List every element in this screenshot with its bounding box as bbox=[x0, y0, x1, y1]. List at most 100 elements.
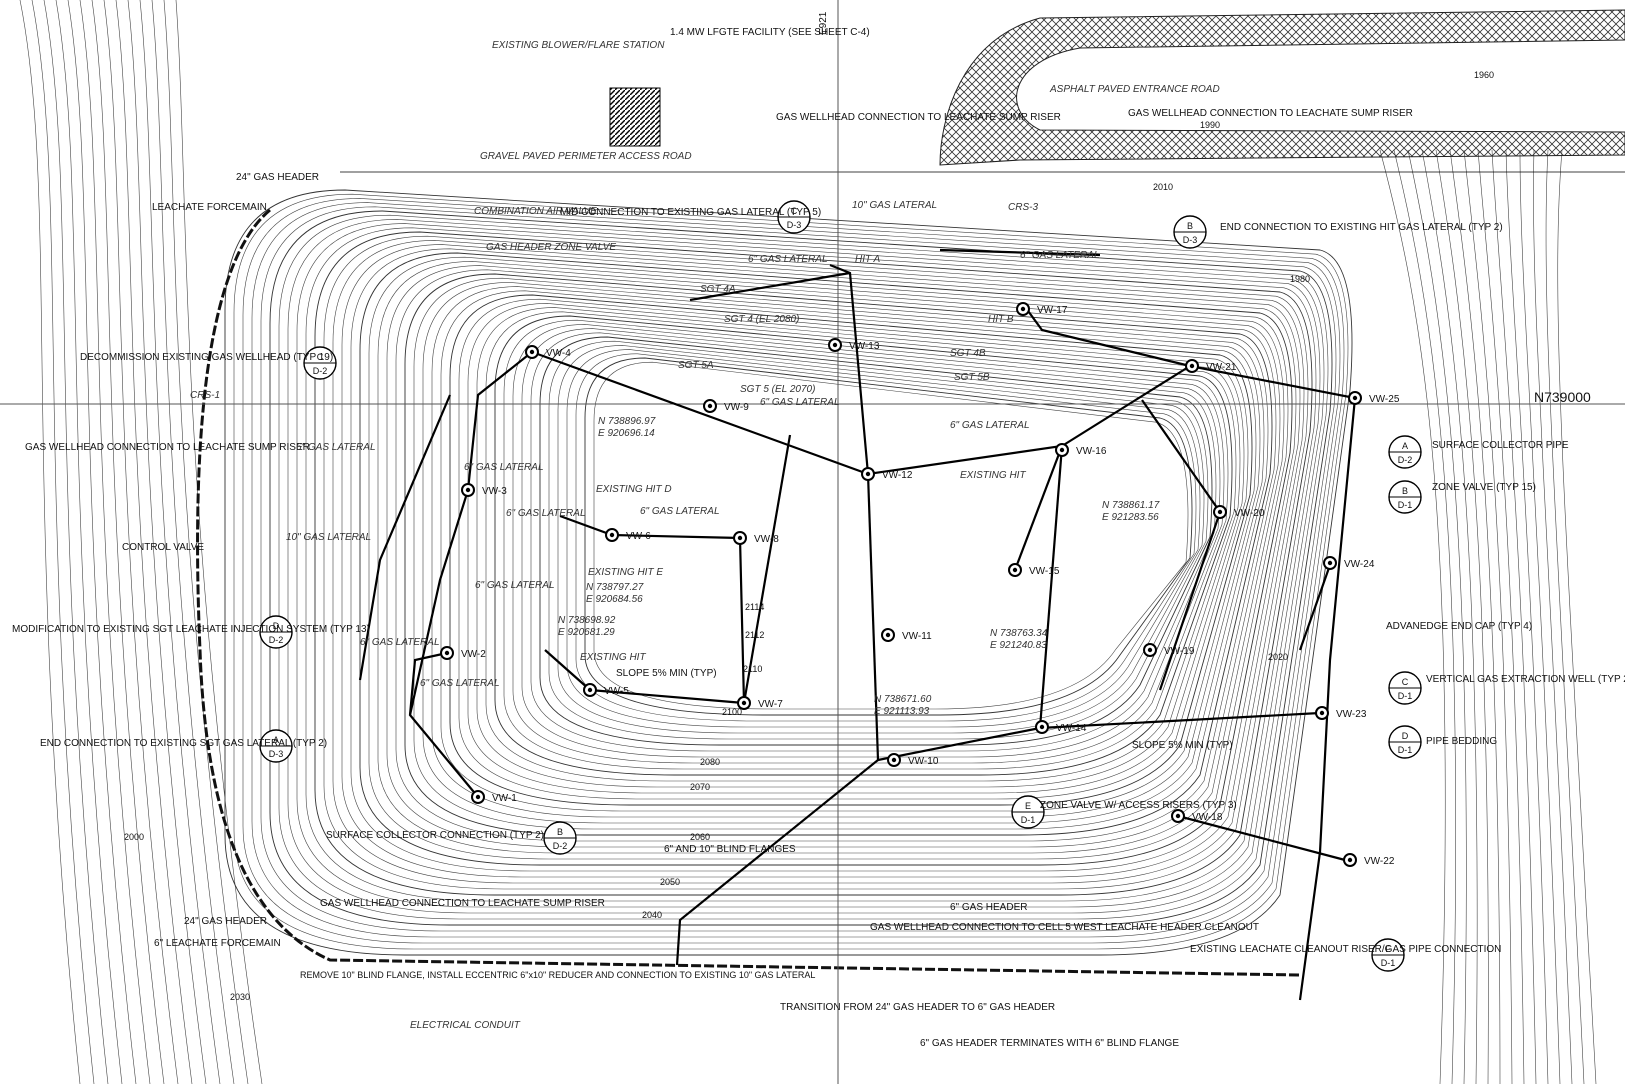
contour-line bbox=[575, 353, 1197, 722]
label-gas-lateral: 6" GAS LATERAL bbox=[1020, 250, 1100, 261]
vertical-well-vw-25: VW-25 bbox=[1348, 391, 1400, 405]
contour-line bbox=[305, 227, 1317, 902]
detail-bubble: BD-3 bbox=[1173, 215, 1207, 249]
contour-line bbox=[19, 0, 81, 1084]
detail-letter: A bbox=[273, 735, 279, 745]
well-label: VW-17 bbox=[1037, 305, 1068, 316]
well-marker-center bbox=[1175, 813, 1181, 819]
contour-line bbox=[55, 0, 123, 1084]
well-label: VW-24 bbox=[1344, 559, 1375, 570]
contour-line bbox=[1557, 149, 1597, 1084]
contour-line bbox=[494, 315, 1233, 776]
elevation-label: 2080 bbox=[700, 757, 720, 767]
contour-line bbox=[431, 286, 1261, 818]
perimeter-road-edge bbox=[196, 208, 1301, 977]
callout-gas-header-6: 6" GAS HEADER bbox=[950, 902, 1027, 913]
callout-wellhead-sump-3: GAS WELLHEAD CONNECTION TO LEACHATE SUMP… bbox=[25, 442, 310, 453]
detail-letter: D bbox=[1402, 731, 1409, 741]
contour-line bbox=[1407, 149, 1467, 1084]
well-label: VW-21 bbox=[1206, 362, 1237, 373]
label-gas-header: 24" GAS HEADER bbox=[184, 916, 267, 927]
contour-line bbox=[103, 0, 179, 1084]
callout-gas-header-24: 24" GAS HEADER bbox=[236, 172, 319, 183]
callout-wellhead-sump-2: GAS WELLHEAD CONNECTION TO LEACHATE SUMP… bbox=[1128, 108, 1413, 119]
callout-mid-connection: MID CONNECTION TO EXISTING GAS LATERAL (… bbox=[560, 207, 821, 218]
detail-bubble: CD-3 bbox=[777, 200, 811, 234]
detail-bubble: CD-1 bbox=[1388, 671, 1422, 705]
well-marker-center bbox=[1347, 857, 1353, 863]
well-label: VW-14 bbox=[1056, 723, 1087, 734]
contour-line bbox=[1435, 149, 1489, 1084]
svg-text:E 920681.29: E 920681.29 bbox=[558, 627, 615, 638]
contour-line bbox=[224, 189, 1353, 956]
vertical-well-vw-10: VW-10 bbox=[887, 753, 939, 767]
well-marker-center bbox=[737, 535, 743, 541]
vertical-well-vw-1: VW-1 bbox=[471, 790, 517, 804]
well-label: VW-3 bbox=[482, 486, 507, 497]
label-existing-hit: EXISTING HIT D bbox=[596, 484, 672, 495]
contour-line bbox=[449, 294, 1253, 806]
elevation-label: 2112 bbox=[745, 630, 764, 640]
callout-surface-collector-pipe: SURFACE COLLECTOR PIPE bbox=[1432, 440, 1569, 451]
callout-blower-flare: EXISTING BLOWER/FLARE STATION bbox=[492, 40, 665, 51]
label-existing-hit: EXISTING HIT E bbox=[588, 567, 663, 578]
detail-bubble: ED-1 bbox=[1011, 795, 1045, 829]
svg-text:N 738896.97: N 738896.97 bbox=[598, 416, 656, 427]
contour-line bbox=[1393, 149, 1457, 1084]
svg-text:E 920684.56: E 920684.56 bbox=[586, 594, 643, 605]
callout-air-valve: COMBINATION AIR VALVE bbox=[474, 206, 597, 217]
detail-letter: B bbox=[1187, 221, 1193, 231]
detail-bubble: DD-2 bbox=[259, 615, 293, 649]
well-label: VW-6 bbox=[626, 531, 651, 542]
vertical-well-vw-18: VW-18 bbox=[1171, 809, 1223, 823]
vertical-well-vw-7: VW-7 bbox=[737, 696, 783, 710]
coordinate-label: N 738671.60E 921113.93 bbox=[874, 694, 932, 717]
svg-text:N 738763.34: N 738763.34 bbox=[990, 628, 1048, 639]
label-gas-lateral: 6" GAS LATERAL bbox=[640, 506, 720, 517]
contour-line bbox=[151, 0, 235, 1084]
elevation-label: 1980 bbox=[1290, 274, 1310, 284]
well-marker-center bbox=[707, 403, 713, 409]
callout-pipe-bedding: PIPE BEDDING bbox=[1426, 736, 1497, 747]
contour-line bbox=[79, 0, 151, 1084]
well-marker-center bbox=[1352, 395, 1358, 401]
label-gas-lateral: 10" GAS LATERAL bbox=[852, 200, 937, 211]
well-marker-center bbox=[475, 794, 481, 800]
contour-line bbox=[175, 0, 263, 1084]
contour-line bbox=[1533, 149, 1573, 1084]
elevation-label: 2030 bbox=[230, 992, 250, 1002]
callout-wellhead-sump-1: GAS WELLHEAD CONNECTION TO LEACHATE SUMP… bbox=[776, 112, 1061, 123]
vertical-well-vw-3: VW-3 bbox=[461, 483, 507, 497]
contour-line bbox=[115, 0, 193, 1084]
label-gas-lateral: 6" GAS LATERAL bbox=[760, 397, 840, 408]
contour-line bbox=[91, 0, 165, 1084]
detail-letter: B bbox=[557, 827, 563, 837]
detail-sheet: D-2 bbox=[269, 635, 284, 645]
well-label: VW-19 bbox=[1164, 646, 1195, 657]
callout-zone-valve: ZONE VALVE (TYP 15) bbox=[1432, 482, 1536, 493]
well-label: VW-18 bbox=[1192, 812, 1223, 823]
detail-sheet: D-2 bbox=[553, 841, 568, 851]
contour-line bbox=[1491, 149, 1537, 1084]
grid-label-easting: E921 bbox=[818, 11, 829, 35]
vertical-well-vw-23: VW-23 bbox=[1315, 706, 1367, 720]
contour-line bbox=[485, 311, 1237, 782]
well-label: VW-7 bbox=[758, 699, 783, 710]
coordinate-label: N 738861.17E 921283.56 bbox=[1102, 500, 1160, 523]
vertical-well-vw-11: VW-11 bbox=[881, 628, 932, 642]
coordinate-label: N 738763.34E 921240.83 bbox=[990, 628, 1048, 651]
elevation-label: 1990 bbox=[1200, 120, 1220, 130]
well-label: VW-2 bbox=[461, 649, 486, 660]
elevation-label: 1960 bbox=[1474, 70, 1494, 80]
contour-line bbox=[1519, 149, 1561, 1084]
svg-text:E 921113.93: E 921113.93 bbox=[874, 706, 930, 717]
label-sgt: SGT 5 (EL 2070) bbox=[740, 384, 815, 395]
svg-text:E 920696.14: E 920696.14 bbox=[598, 428, 655, 439]
contour-line bbox=[404, 273, 1273, 836]
well-marker-center bbox=[1327, 560, 1333, 566]
callout-blind-flanges: 6" AND 10" BLIND FLANGES bbox=[664, 844, 796, 855]
detail-bubble: AD-2 bbox=[1388, 435, 1422, 469]
well-marker-center bbox=[832, 342, 838, 348]
label-gas-lateral: 6" GAS LATERAL bbox=[464, 462, 544, 473]
